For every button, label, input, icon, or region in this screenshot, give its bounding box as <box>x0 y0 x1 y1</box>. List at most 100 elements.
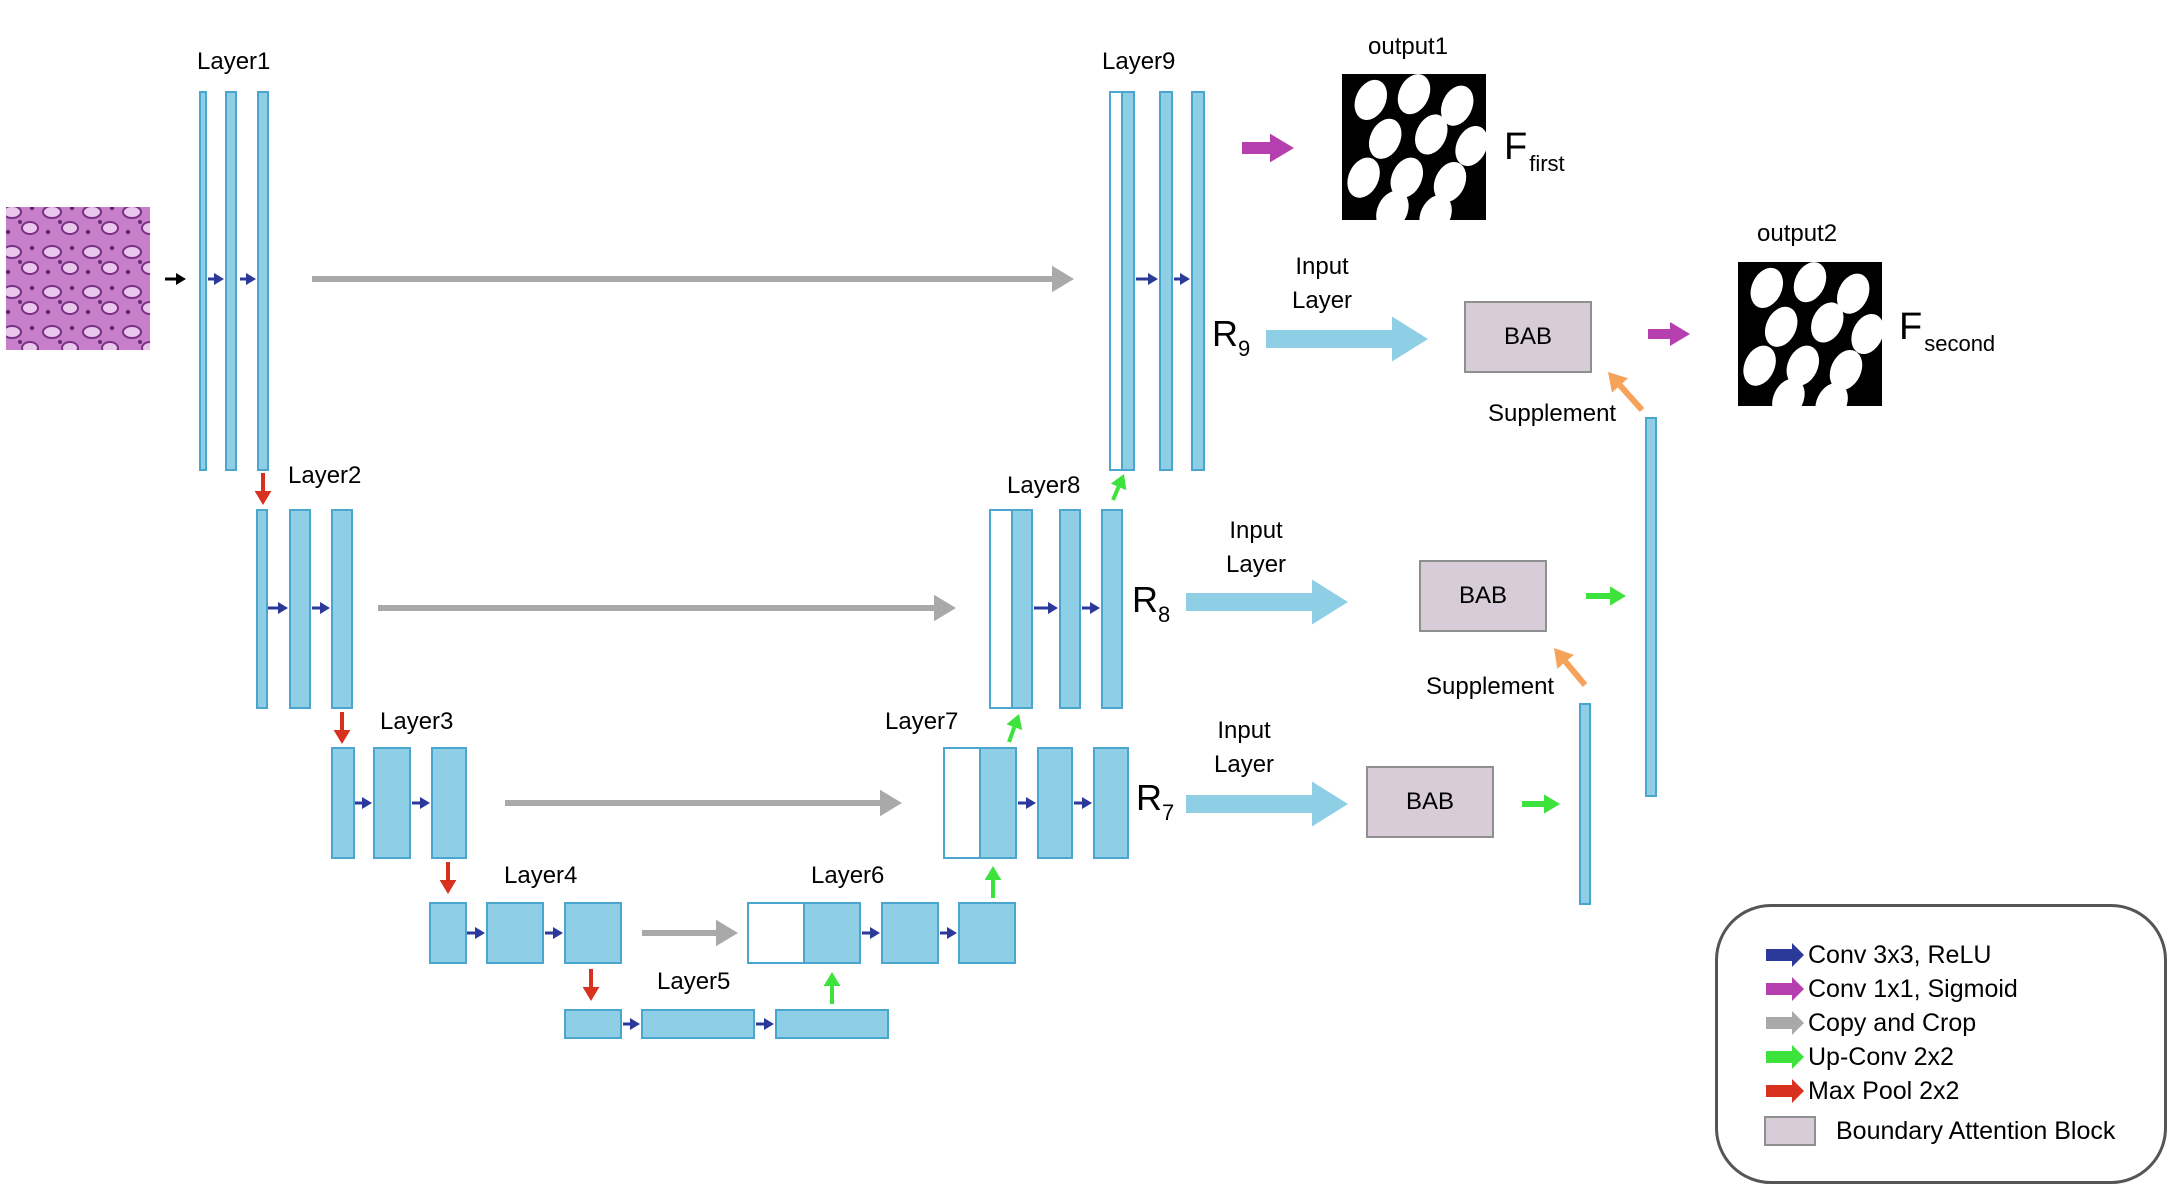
output1-blob-6 <box>1347 157 1380 198</box>
upconv-6-head <box>984 866 1002 880</box>
layer8-block-copy <box>989 509 1013 709</box>
layer3-conv-2-head <box>420 797 430 809</box>
side-feature-lower <box>1579 703 1591 905</box>
output2-blob-5 <box>1851 313 1884 355</box>
layer5-block-b <box>641 1009 755 1039</box>
layer6-label: Layer6 <box>811 862 885 889</box>
pool-1-head <box>254 491 272 505</box>
output2-blob-0 <box>1750 267 1784 308</box>
layer7-conv-2-head <box>1082 797 1092 809</box>
legend-arrow-icon <box>1766 1045 1804 1069</box>
layer3-block-a <box>331 747 355 859</box>
legend-item-upconv: Up-Conv 2x2 <box>1718 1042 1954 1072</box>
layer5-block-c <box>775 1009 889 1039</box>
output2-blob-8 <box>1829 349 1863 391</box>
layer6-block-copy <box>747 902 805 964</box>
layer7-conv-1-head <box>1026 797 1036 809</box>
supplement-arrow-upper-head <box>1608 372 1629 393</box>
legend-item-copy-crop: Copy and Crop <box>1718 1008 1976 1038</box>
output2-blob-10 <box>1815 383 1848 424</box>
output2-blob-2 <box>1836 273 1870 314</box>
r9-label: R9 <box>1212 313 1251 361</box>
output2-blob-4 <box>1811 302 1844 343</box>
layer7-label: Layer7 <box>885 708 959 735</box>
layer7-block-copy <box>943 747 981 859</box>
layer4-block-b <box>486 902 544 964</box>
output2-blob-7 <box>1786 345 1820 386</box>
legend-item-conv3x3: Conv 3x3, ReLU <box>1718 940 1991 970</box>
layer1-label: Layer1 <box>197 48 271 75</box>
legend-arrow-icon <box>1766 943 1804 967</box>
bab-block-r7: BAB <box>1366 766 1494 838</box>
upconv-7-head <box>1006 714 1023 731</box>
layer8-block-a <box>1011 509 1033 709</box>
layer1-block-b <box>225 91 237 471</box>
layer2-block-b <box>289 509 311 709</box>
legend-arrow-icon <box>1766 977 1804 1001</box>
r7-label: R7 <box>1136 777 1175 825</box>
f-first-label: Ffirst <box>1504 126 1565 176</box>
supplement-label-lower: Supplement <box>1426 673 1555 700</box>
layer9-conv-1-head <box>1148 273 1158 285</box>
legend-arrow-icon <box>1766 1011 1804 1035</box>
output2-blob-9 <box>1772 378 1805 419</box>
output1-blob-9 <box>1376 190 1409 231</box>
supplement-arrow-lower-shaft <box>1563 659 1588 687</box>
supplement-arrow-upper-shaft <box>1617 383 1645 413</box>
layer8-conv-2-head <box>1090 602 1100 614</box>
copy-crop-3-head <box>880 789 902 817</box>
input-layer-arrow-r8 <box>1186 579 1348 625</box>
layer4-conv-2-head <box>553 927 563 939</box>
layer5-conv-1-head <box>630 1018 640 1030</box>
layer3-block-c <box>431 747 467 859</box>
layer9-block-b <box>1159 91 1173 471</box>
layer9-block-a <box>1121 91 1135 471</box>
copy-crop-4-head <box>716 919 738 947</box>
side-feature-upper <box>1645 417 1657 797</box>
legend-item-maxpool: Max Pool 2x2 <box>1718 1076 1959 1106</box>
layer8-conv-1-head <box>1048 602 1058 614</box>
input-arrow-head <box>176 273 186 285</box>
layer6-block-b <box>881 902 939 964</box>
output1-label: output1 <box>1368 33 1449 60</box>
r8-label: R8 <box>1132 579 1171 627</box>
bab7-to-side-arrow-head <box>1544 794 1560 814</box>
sigmoid-arrow-1-head <box>1270 133 1294 163</box>
layer1-conv-1-head <box>214 273 224 285</box>
layer6-block-c <box>958 902 1016 964</box>
pool-2-head <box>333 730 351 744</box>
sigmoid-arrow-2-head <box>1670 322 1690 346</box>
legend-bab-swatch <box>1764 1116 1816 1146</box>
output1-blob-0 <box>1354 79 1388 120</box>
legend-arrow-icon <box>1766 1079 1804 1103</box>
output2-blob-6 <box>1743 345 1776 386</box>
layer9-label: Layer9 <box>1102 48 1176 75</box>
layer8-label: Layer8 <box>1007 472 1081 499</box>
layer6-conv-2-head <box>947 927 957 939</box>
output1-blob-10 <box>1419 195 1452 236</box>
layer8-block-c <box>1101 509 1123 709</box>
output1-blob-5 <box>1455 125 1488 167</box>
layer4-block-a <box>429 902 467 964</box>
layer2-conv-1-head <box>278 602 288 614</box>
legend-box: Conv 3x3, ReLU Conv 1x1, Sigmoid Copy an… <box>1715 904 2167 1184</box>
f-second-label: Fsecond <box>1899 306 1996 356</box>
output2-label: output2 <box>1757 220 1838 247</box>
bab-block-r9: BAB <box>1464 301 1592 373</box>
pool-4-head <box>582 987 600 1001</box>
input-layer-arrow-r9 <box>1266 316 1428 362</box>
layer9-block-c <box>1191 91 1205 471</box>
copy-crop-2-head <box>934 594 956 622</box>
output1-blob-1 <box>1397 74 1431 115</box>
layer5-label: Layer5 <box>657 968 731 995</box>
legend-item-bab: Boundary Attention Block <box>1718 1116 2115 1146</box>
legend-item-conv1x1: Conv 1x1, Sigmoid <box>1718 974 2018 1004</box>
output2-blob-1 <box>1793 262 1827 303</box>
layer2-label: Layer2 <box>288 462 362 489</box>
upconv-8-shaft <box>1111 486 1121 501</box>
layer3-conv-1-head <box>362 797 372 809</box>
